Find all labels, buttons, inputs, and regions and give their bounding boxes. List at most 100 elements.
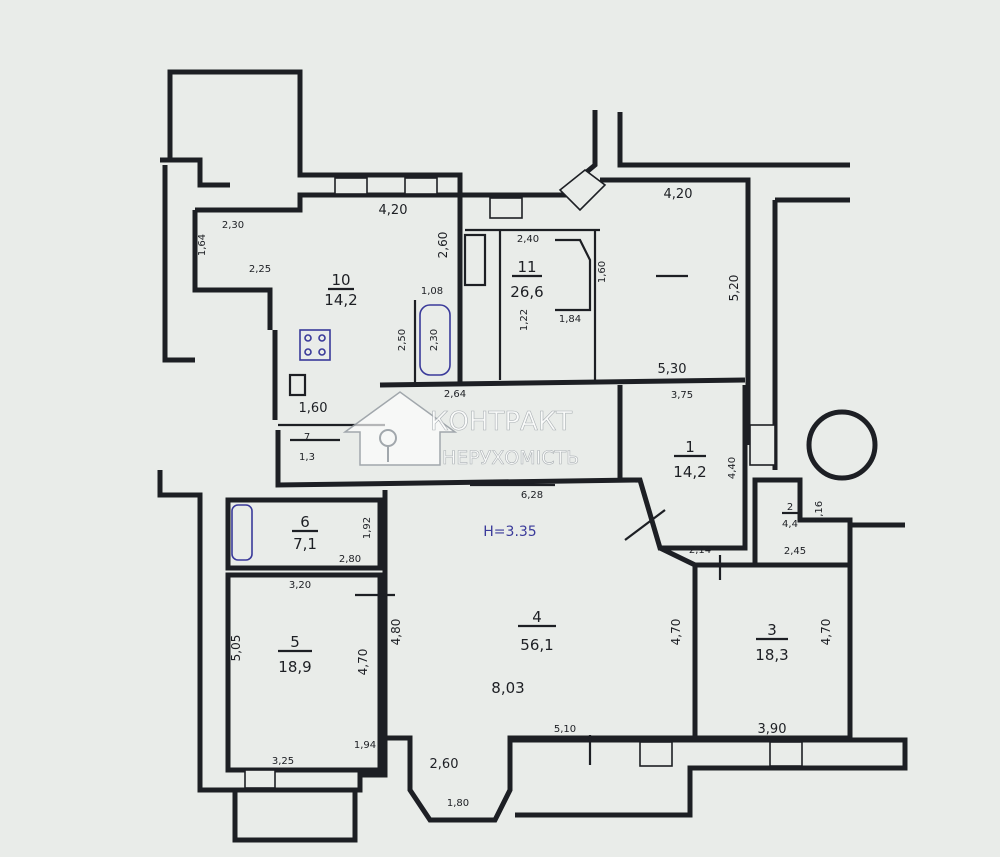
room-6-area: 7,1 [293, 535, 317, 553]
room-4-area: 56,1 [520, 636, 553, 654]
wall-room5 [225, 572, 383, 773]
dim-room11-width: 4,20 [664, 187, 693, 202]
window-room1 [749, 424, 776, 466]
room-2-number: 2 [787, 502, 793, 513]
window-room8-b [404, 177, 438, 195]
dim-room2-width: 2,45 [784, 546, 806, 557]
kitchen-counter-icon [555, 238, 592, 312]
dim-room2-height: 2,16 [814, 501, 825, 523]
room-6-number: 6 [300, 513, 310, 531]
washbasin-icon [288, 373, 307, 397]
stove-burner-icon [318, 334, 326, 342]
window-room5 [244, 769, 276, 789]
bathtub-icon [419, 304, 451, 376]
room-10-number: 11 [517, 258, 536, 276]
wall-stair-step [160, 157, 230, 188]
dim-room3-door: 2,14 [689, 545, 711, 556]
room-3-number: 3 [767, 621, 777, 639]
dim-room4-window-wall: 5,10 [554, 724, 576, 735]
room-10-area: 26,6 [510, 283, 543, 301]
dim-room3-width: 3,90 [758, 722, 787, 737]
room-2-area: 4,4 [782, 519, 798, 530]
stove-burner-icon [318, 348, 326, 356]
house-logo-icon [342, 391, 458, 466]
dim-room4-height-right: 4,70 [669, 619, 683, 646]
window-room4 [639, 741, 673, 767]
room-1-number: 1 [685, 438, 695, 456]
dim-room8-height: 2,60 [436, 232, 450, 259]
room-8-number: 10 [331, 271, 350, 289]
wall-bottom-right [510, 737, 908, 818]
dim-room5-width: 3,20 [289, 580, 311, 591]
watermark: КОНТРАКТ НЕРУХОМІСТЬ [342, 391, 580, 469]
dim-room5-bottom: 3,25 [272, 756, 294, 767]
room-labels: 10 14,2 11 26,6 1 14,2 2 4,4 3 18,3 4 56… [278, 258, 798, 676]
walls [157, 69, 908, 843]
dim-left-mid: 2,25 [249, 264, 271, 275]
window-room10 [489, 197, 523, 219]
dim-bath-length: 2,30 [429, 329, 440, 351]
window-stair [558, 168, 607, 212]
window-room3 [769, 741, 803, 767]
dim-room6-width: 2,80 [339, 554, 361, 565]
ceiling-height-label: H=3.35 [483, 524, 536, 540]
wall-top-left [167, 69, 570, 198]
dim-room4-height-left: 4,80 [389, 619, 403, 646]
dim-room10-width: 2,40 [517, 234, 539, 245]
wall-left-lower [157, 470, 388, 793]
dim-room1-height: 4,40 [727, 457, 738, 479]
room-7-number: 7 [304, 432, 310, 443]
sink-icon [463, 233, 487, 287]
stove-burner-icon [304, 334, 312, 342]
dim-room5-height-right: 4,70 [356, 649, 370, 676]
dim-room5-corner: 1,94 [354, 740, 376, 751]
window-room8-a [334, 177, 368, 195]
dim-room8-width: 4,20 [379, 203, 408, 218]
watermark-line1: КОНТРАКТ [430, 407, 572, 437]
dim-left-top: 2,30 [222, 220, 244, 231]
dim-room11-height: 5,20 [727, 275, 741, 302]
dimension-labels: 4,20 4,20 2,30 1,64 2,25 2,60 2,40 1,60 … [197, 187, 833, 809]
watermark-line2: НЕРУХОМІСТЬ [442, 447, 579, 469]
shower-icon [231, 504, 253, 561]
dim-room11-bottom: 5,30 [658, 362, 687, 377]
dim-kitchen-side: 2,50 [397, 329, 408, 351]
dim-room7-width: 1,60 [299, 401, 328, 416]
dim-room10-height: 1,60 [597, 261, 608, 283]
fixtures [231, 233, 592, 561]
dim-corridor-bottom: 6,28 [521, 490, 543, 501]
dim-room5-height-left: 5,05 [229, 635, 243, 662]
stove-burner-icon [304, 348, 312, 356]
room-1-area: 14,2 [673, 463, 706, 481]
dim-corridor: 2,64 [444, 389, 466, 400]
room-8-area: 14,2 [324, 291, 357, 309]
dim-room4-length: 8,03 [491, 679, 524, 697]
wall-room6 [225, 497, 383, 571]
wall-balcony-left [232, 790, 358, 843]
dim-bay-window: 1,80 [447, 798, 469, 809]
dim-left-vertical: 1,64 [197, 234, 208, 256]
dim-room3-height: 4,70 [819, 619, 833, 646]
dim-room10-inner: 1,22 [519, 309, 530, 331]
dim-bay-side: 2,60 [430, 757, 459, 772]
room-5-area: 18,9 [278, 658, 311, 676]
line-door-room1 [624, 509, 666, 541]
room-3-area: 18,3 [755, 646, 788, 664]
wall-left-upper [162, 165, 195, 363]
dim-room10-counter: 1,84 [559, 314, 581, 325]
room-4-number: 4 [532, 608, 542, 626]
room-5-number: 5 [290, 633, 300, 651]
wall-room4 [382, 490, 698, 823]
wall-corridor-top [379, 377, 746, 388]
windows [244, 168, 803, 789]
wall-room11-right [600, 177, 751, 445]
wall-top-right [617, 112, 850, 168]
dim-room6-height: 1,92 [362, 517, 373, 539]
room-7-area: 1,3 [299, 452, 315, 463]
wall-corridor-bottom [275, 430, 641, 488]
dim-bath-width: 1,08 [421, 286, 443, 297]
dim-room1-width: 3,75 [671, 390, 693, 401]
round-tower [806, 409, 878, 481]
wall-room1 [617, 385, 748, 551]
